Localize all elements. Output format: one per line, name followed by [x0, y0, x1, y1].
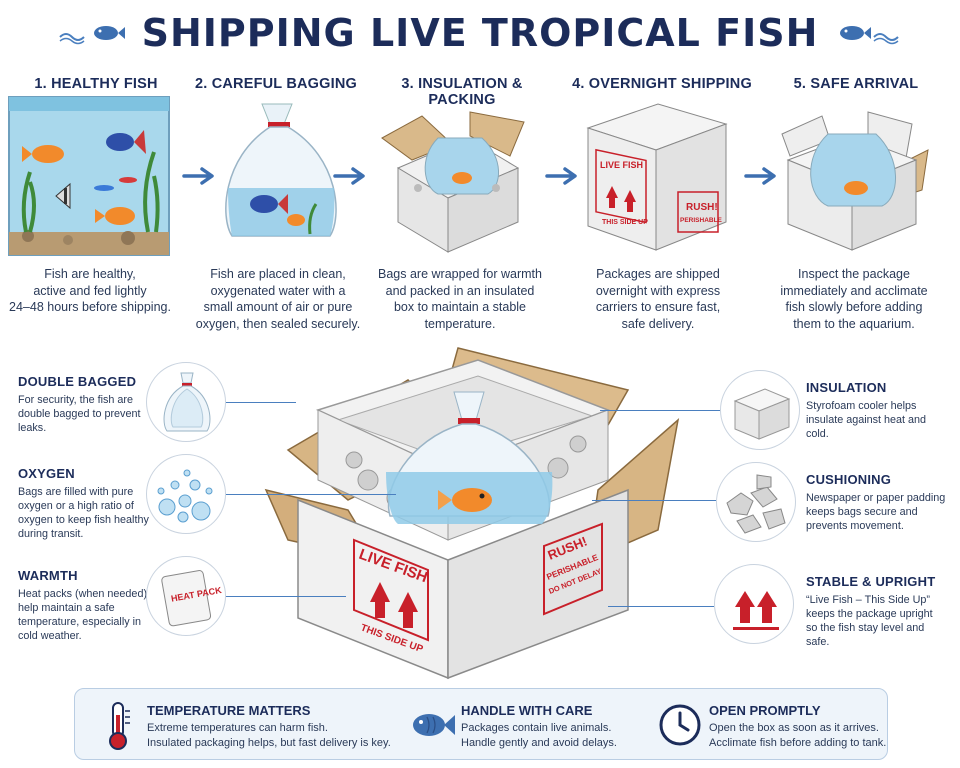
styrofoam-icon	[720, 370, 800, 450]
arrow-right-icon	[545, 167, 577, 185]
callout-insulation: INSULATION Styrofoam cooler helps insula…	[806, 380, 927, 440]
callout-warmth: WARMTH Heat packs (when needed) help mai…	[18, 568, 148, 642]
callout-oxygen: OXYGEN Bags are filled with pure oxygen …	[18, 466, 149, 540]
tip-open-promptly: OPEN PROMPTLY Open the box as soon as it…	[647, 689, 887, 761]
title-bar: SHIPPING LIVE TROPICAL FISH	[0, 6, 960, 60]
leader-line	[592, 500, 716, 501]
shipping-box-illustration: LIVE FISH THIS SIDE UP RUSH! PERISHABLE	[586, 103, 728, 251]
callout-double-bagged: DOUBLE BAGGED For security, the fish are…	[18, 374, 141, 434]
paper-padding-icon	[716, 462, 796, 542]
bag-illustration	[225, 103, 337, 237]
central-box-illustration: LIVE FISH THIS SIDE UP RUSH! PERISHABLE …	[264, 347, 680, 680]
callout-stable-upright: STABLE & UPRIGHT “Live Fish – This Side …	[806, 574, 936, 648]
arrow-right-icon	[744, 167, 776, 185]
leader-line	[608, 606, 714, 607]
step-heading-careful-bagging: 2. CAREFUL BAGGING	[194, 76, 358, 92]
fish-icon	[58, 26, 125, 45]
aquarium-illustration	[8, 96, 170, 256]
arrival-box-illustration	[781, 111, 929, 251]
step-description-overnight-shipping: Packages are shipped overnight with expr…	[595, 267, 721, 331]
step-description-insulation-packing: Bags are wrapped for warmth and packed i…	[378, 267, 542, 331]
step-heading-insulation-packing: 3. INSULATION & PACKING	[401, 76, 523, 108]
arrow-right-icon	[182, 167, 214, 185]
step-description-careful-bagging: Fish are placed in clean, oxygenated wat…	[195, 267, 361, 331]
fish-icon	[840, 26, 900, 45]
step-heading-overnight-shipping: 4. OVERNIGHT SHIPPING	[572, 76, 752, 92]
step-heading-safe-arrival: 5. SAFE ARRIVAL	[793, 76, 919, 92]
rush-box-label: RUSH!	[686, 202, 718, 213]
heat-pack-icon: HEAT PACK	[146, 556, 226, 636]
fish-icon	[413, 714, 455, 736]
step-description-healthy-fish: Fish are healthy, active and fed lightly…	[9, 267, 171, 314]
thermometer-icon	[109, 702, 130, 750]
double-bag-icon	[146, 362, 226, 442]
up-arrows-icon	[714, 564, 794, 644]
page-title: SHIPPING LIVE TROPICAL FISH	[141, 11, 819, 55]
step-description-safe-arrival: Inspect the package immediately and accl…	[780, 267, 928, 331]
leader-line	[226, 494, 396, 495]
live-fish-box-label: LIVE FISH	[600, 160, 643, 170]
step-heading-healthy-fish: 1. HEALTHY FISH	[34, 76, 158, 92]
leader-line	[226, 596, 346, 597]
tip-temperature: TEMPERATURE MATTERS Extreme temperatures…	[85, 689, 391, 761]
tips-footer: TEMPERATURE MATTERS Extreme temperatures…	[74, 688, 888, 760]
leader-line	[226, 402, 296, 403]
tip-handle-with-care: HANDLE WITH CARE Packages contain live a…	[399, 689, 649, 761]
perishable-box-label: PERISHABLE	[680, 217, 723, 224]
packing-box-illustration	[381, 111, 525, 253]
callout-cushioning: CUSHIONING Newspaper or paper padding ke…	[806, 472, 946, 532]
arrow-right-icon	[333, 167, 365, 185]
this-side-up-box-label: THIS SIDE UP	[602, 219, 648, 226]
bubbles-icon	[146, 454, 226, 534]
clock-icon	[659, 704, 701, 746]
leader-line	[600, 410, 720, 411]
